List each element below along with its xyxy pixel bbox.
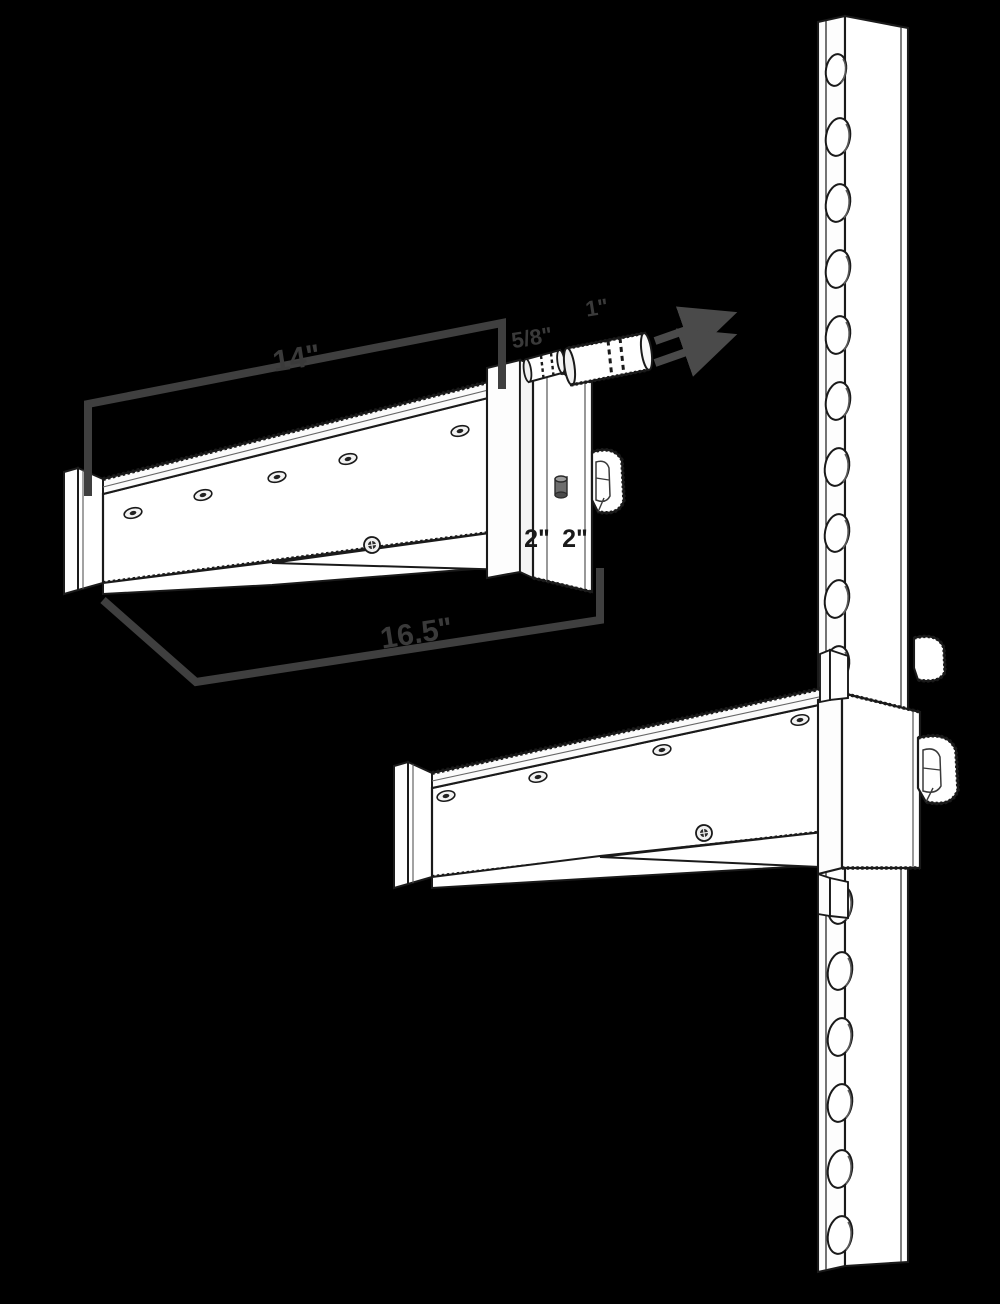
upper-locking-knob <box>912 634 947 683</box>
upright-post <box>816 14 910 1274</box>
post-hole <box>823 579 851 619</box>
upper-arm-center-screw <box>363 536 381 554</box>
plate-stud <box>554 475 568 499</box>
post-hole <box>826 1083 854 1123</box>
post-hole <box>826 1215 854 1255</box>
lower-bracket-top-stitch <box>841 691 921 714</box>
upper-arm-assembly <box>63 358 626 596</box>
post-hole <box>824 183 852 223</box>
detent-pin <box>522 348 566 384</box>
dimension-bracket-16-5 <box>100 568 604 687</box>
lower-arm-center-screw <box>695 824 713 842</box>
post-right-face <box>843 14 910 1268</box>
post-hole <box>824 117 852 157</box>
lower-bracket-foot <box>817 872 831 918</box>
lower-locking-knob <box>916 733 960 806</box>
lower-bracket-body <box>840 691 922 870</box>
mounting-plate-left-face <box>485 358 522 580</box>
lower-arm-end-cap <box>393 760 409 890</box>
upper-arm-top-crease <box>102 383 513 488</box>
dimension-label-plate-right: 2" <box>562 525 588 553</box>
post-hole <box>823 447 851 487</box>
insertion-arrow-lower <box>653 328 738 377</box>
sleeve-tube <box>562 331 654 387</box>
post-hole <box>824 381 852 421</box>
lower-bracket-hook <box>819 648 831 704</box>
upper-arm-rivet-group <box>123 424 470 520</box>
lower-bracket-hook-face <box>829 648 849 702</box>
lower-bracket-foot-face <box>829 876 849 920</box>
dimension-label-tube-diameter: 1" <box>584 293 610 321</box>
post-hole <box>824 315 852 355</box>
upper-arm-top-stitch <box>102 374 513 481</box>
post-hole <box>826 1017 854 1057</box>
dimension-bracket-14 <box>84 318 506 496</box>
lower-arm-assembly <box>393 634 960 920</box>
post-hole <box>824 249 852 289</box>
dimension-label-plate-left: 2" <box>524 525 550 553</box>
plate-locking-knob <box>590 448 626 515</box>
lower-arm-end-flange <box>407 760 433 886</box>
post-hole <box>826 951 854 991</box>
lower-arm-rivet-group <box>436 713 810 803</box>
mounting-plate-bottom-stitch <box>532 576 593 594</box>
lower-bracket-plate <box>816 691 844 876</box>
lower-arm-top-crease <box>431 691 843 782</box>
upper-arm-end-cap <box>63 466 79 596</box>
post-hole <box>826 1149 854 1189</box>
hardware-pins <box>522 306 738 387</box>
post-hole <box>823 513 851 553</box>
dimension-label-arm-length: 14" <box>270 339 322 379</box>
